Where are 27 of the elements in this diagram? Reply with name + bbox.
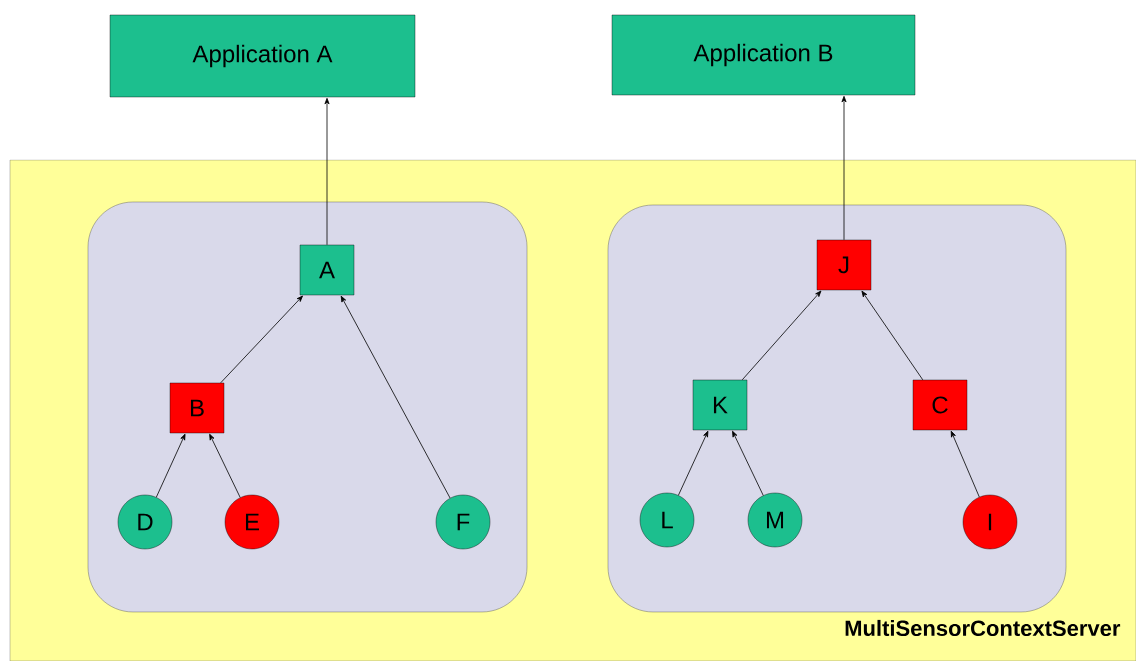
arrow: [950, 430, 980, 498]
arrow: [741, 290, 822, 381]
circle-node: D: [117, 494, 173, 550]
circle-node: E: [224, 494, 280, 550]
square-node: C: [912, 379, 968, 431]
circle-node: L: [639, 492, 695, 548]
group-panel: [607, 204, 1067, 613]
application-box: Application B: [611, 14, 916, 96]
square-node: B: [169, 382, 225, 434]
application-box: Application A: [109, 14, 416, 98]
arrow: [732, 430, 764, 496]
square-node: K: [692, 379, 748, 431]
group-panel: [87, 201, 528, 613]
square-node: J: [816, 239, 872, 291]
arrow: [209, 433, 241, 498]
arrow: [155, 433, 186, 498]
server-label: MultiSensorContextServer: [845, 619, 1121, 637]
arrow: [841, 95, 847, 241]
arrow: [324, 97, 330, 246]
square-node: A: [299, 244, 355, 296]
arrow: [861, 290, 924, 381]
arrow: [340, 295, 451, 499]
circle-node: M: [747, 492, 803, 548]
circle-node: F: [435, 494, 491, 550]
arrow: [220, 295, 303, 384]
arrow: [678, 430, 709, 496]
circle-node: I: [962, 494, 1018, 550]
